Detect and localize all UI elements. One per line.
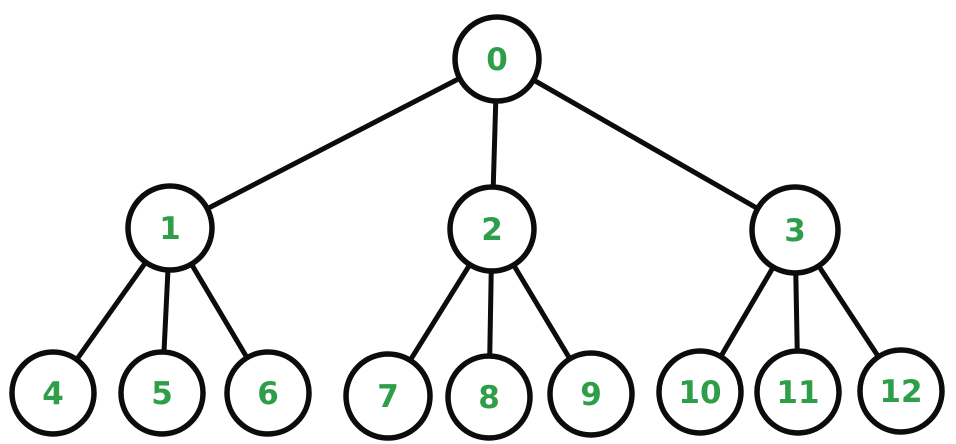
tree-node-label-2: 2 xyxy=(481,212,503,248)
tree-node-label-4: 4 xyxy=(42,376,64,412)
tree-node-circle-9 xyxy=(547,350,635,438)
tree-node-9: 9 xyxy=(547,350,635,438)
tree-node-10: 10 xyxy=(656,348,744,436)
tree-node-3: 3 xyxy=(749,184,841,276)
tree-node-8: 8 xyxy=(445,353,533,441)
tree-node-circle-5 xyxy=(118,349,206,437)
tree-node-circle-1 xyxy=(125,183,215,273)
tree-node-circle-6 xyxy=(224,349,312,437)
tree-node-circle-7 xyxy=(343,351,433,441)
tree-node-4: 4 xyxy=(9,349,97,437)
tree-node-label-3: 3 xyxy=(784,213,806,249)
tree-node-2: 2 xyxy=(447,184,537,274)
tree-node-label-12: 12 xyxy=(879,374,922,410)
tree-node-circle-12 xyxy=(857,347,945,435)
tree-node-11: 11 xyxy=(754,348,842,436)
tree-node-circle-8 xyxy=(445,353,533,441)
tree-node-6: 6 xyxy=(224,349,312,437)
tree-node-label-1: 1 xyxy=(159,211,181,247)
tree-node-circle-0 xyxy=(452,14,542,104)
tree-node-label-10: 10 xyxy=(678,375,721,411)
tree-node-circle-4 xyxy=(9,349,97,437)
tree-node-circle-11 xyxy=(754,348,842,436)
tree-node-label-8: 8 xyxy=(478,380,500,416)
tree-node-7: 7 xyxy=(343,351,433,441)
tree-node-circle-2 xyxy=(447,184,537,274)
tree-node-label-0: 0 xyxy=(486,42,508,78)
tree-node-label-7: 7 xyxy=(377,379,399,415)
tree-edge-0-1 xyxy=(167,56,500,231)
tree-node-label-9: 9 xyxy=(580,377,602,413)
tree-node-12: 12 xyxy=(857,347,945,435)
tree-node-1: 1 xyxy=(125,183,215,273)
tree-node-circle-10 xyxy=(656,348,744,436)
tree-node-label-5: 5 xyxy=(151,376,173,412)
tree-node-5: 5 xyxy=(118,349,206,437)
tree-node-label-6: 6 xyxy=(257,376,279,412)
tree-edge-0-3 xyxy=(494,56,798,233)
tree-node-label-11: 11 xyxy=(776,375,819,411)
tree-node-circle-3 xyxy=(749,184,841,276)
tree-node-0: 0 xyxy=(452,14,542,104)
